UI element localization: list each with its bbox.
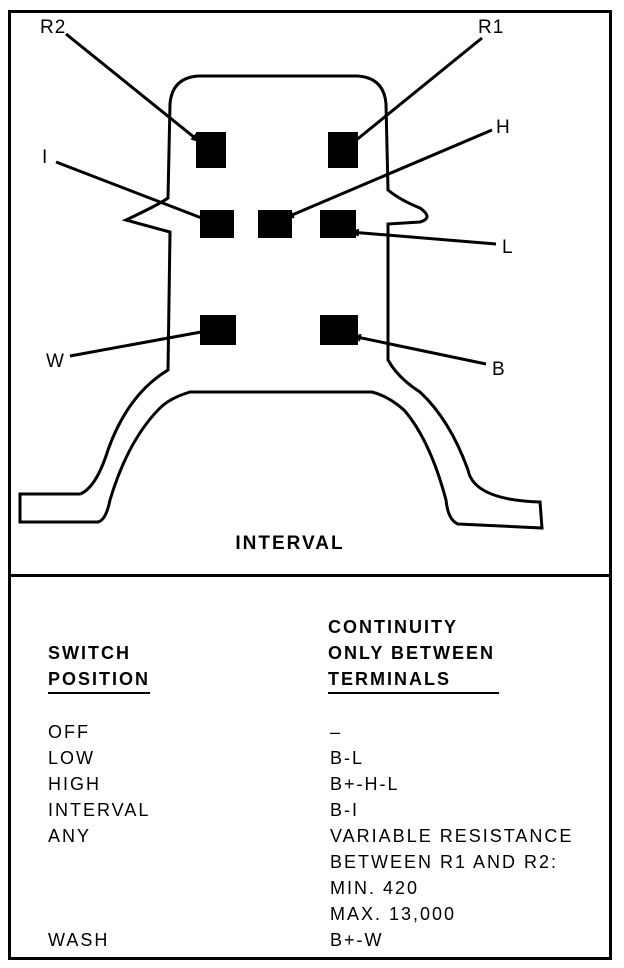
label-l: L (502, 237, 514, 258)
leader-h (284, 128, 493, 220)
leader-i (55, 160, 213, 224)
header-continuity-line1: CONTINUITY (328, 617, 458, 637)
diagram-frame (8, 10, 612, 960)
leader-r2 (65, 32, 201, 144)
row-terminals-high: B+-H-L (330, 774, 400, 794)
row-terminals-any-line3: MIN. 420 (330, 878, 420, 898)
label-w: W (46, 351, 65, 372)
terminal-l (320, 210, 356, 238)
leader-l (349, 228, 497, 246)
leader-r1 (343, 36, 483, 152)
row-terminals-any-line1: VARIABLE RESISTANCE (330, 826, 574, 846)
header-switch-line2: POSITION (48, 666, 151, 694)
leader-b (351, 333, 487, 366)
terminal-r1 (328, 132, 358, 168)
diagram-caption: INTERVAL (235, 533, 345, 554)
row-position-any: ANY (48, 826, 92, 846)
row-terminals-off: – (330, 722, 343, 742)
row-terminals-interval: B-I (330, 800, 360, 820)
header-switch-line1: SWITCH (48, 643, 131, 663)
row-terminals-wash: B+-W (330, 930, 384, 950)
row-position-off: OFF (48, 722, 90, 742)
row-terminals-any-line2: BETWEEN R1 AND R2: (330, 852, 559, 872)
label-r2: R2 (40, 17, 67, 38)
header-continuity-line3: TERMINALS (328, 666, 499, 694)
section-divider (8, 574, 612, 577)
row-position-high: HIGH (48, 774, 101, 794)
header-switch-position: SWITCH POSITION (48, 640, 151, 694)
header-continuity-line2: ONLY BETWEEN (328, 643, 496, 663)
leader-w (69, 327, 213, 358)
label-b: B (492, 359, 506, 380)
terminal-b (320, 315, 358, 345)
row-position-interval: INTERVAL (48, 800, 151, 820)
row-terminals-low: B-L (330, 748, 365, 768)
connector-outline (18, 74, 544, 530)
label-h: H (496, 117, 511, 138)
label-i: I (42, 147, 49, 168)
row-position-low: LOW (48, 748, 96, 768)
connector-diagram (18, 32, 544, 530)
terminal-h (258, 210, 292, 238)
row-terminals-any-line4: MAX. 13,000 (330, 904, 457, 924)
header-continuity: CONTINUITY ONLY BETWEEN TERMINALS (328, 614, 499, 694)
terminal-r2 (196, 132, 226, 168)
row-position-wash: WASH (48, 930, 110, 950)
label-r1: R1 (478, 17, 505, 38)
terminal-i (200, 210, 234, 238)
